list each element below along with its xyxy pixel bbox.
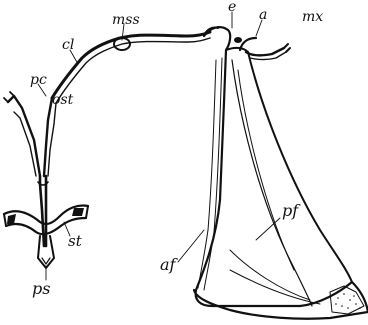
label-af: af [160, 255, 179, 274]
label-ost: ost [52, 92, 74, 108]
label-e: e [228, 0, 236, 15]
label-ps: ps [32, 279, 50, 298]
label-pf: pf [282, 201, 301, 220]
clavicle-bone [52, 32, 210, 103]
blade-bone [194, 27, 368, 319]
label-st: st [68, 232, 83, 250]
label-a: a [259, 7, 267, 23]
label-pc: pc [30, 72, 47, 88]
label-mx: mx [302, 9, 323, 25]
label-cl: cl [62, 37, 74, 53]
label-mss: mss [112, 12, 140, 28]
